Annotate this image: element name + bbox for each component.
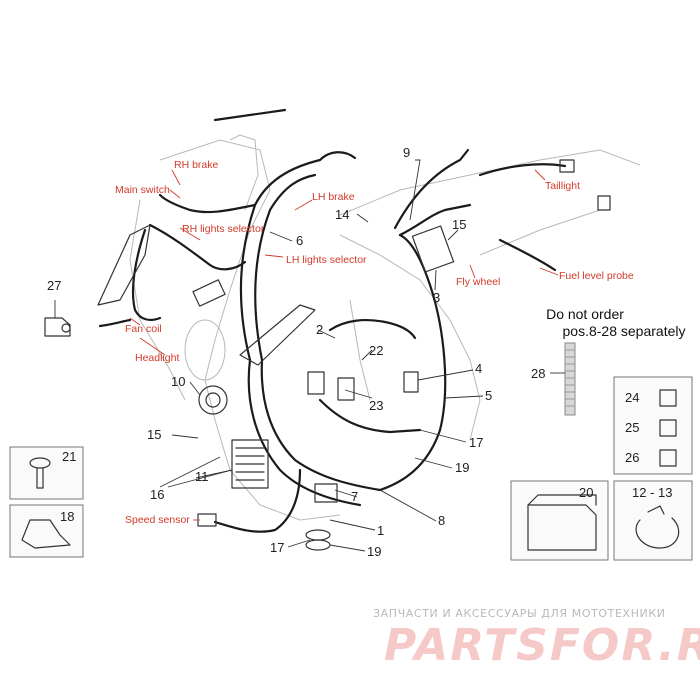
box-battery bbox=[510, 480, 609, 561]
label-rh-lights-selector: RH lights selector bbox=[182, 223, 265, 235]
label-rh-brake: RH brake bbox=[174, 159, 219, 171]
callout-16: 16 bbox=[150, 487, 164, 502]
callout-19-bottom: 19 bbox=[367, 544, 381, 559]
callout-8: 8 bbox=[438, 513, 445, 528]
callout-12-13: 12 - 13 bbox=[632, 485, 672, 500]
headlight-shape bbox=[97, 224, 151, 306]
grommet-shape-2 bbox=[305, 539, 331, 551]
label-lh-lights-selector: LH lights selector bbox=[286, 254, 367, 266]
watermark: ЗАПЧАСТИ И АКСЕССУАРЫ ДЛЯ МОТОТЕХНИКИ PA… bbox=[373, 607, 700, 671]
fuse-25-shape bbox=[659, 419, 677, 437]
fuse-26-shape bbox=[659, 449, 677, 467]
control-unit-shape bbox=[411, 225, 455, 273]
connector-shape bbox=[314, 483, 338, 503]
battery-top bbox=[527, 494, 597, 506]
fuse-24-shape bbox=[659, 389, 677, 407]
callout-9: 9 bbox=[403, 145, 410, 160]
callout-14: 14 bbox=[335, 207, 349, 222]
callout-17-right: 17 bbox=[469, 435, 483, 450]
relay-shape-a bbox=[307, 371, 325, 395]
callout-23: 23 bbox=[369, 398, 383, 413]
relay-shape-b bbox=[337, 377, 355, 401]
clip-shape bbox=[21, 519, 71, 549]
label-speed-sensor: Speed sensor bbox=[125, 514, 190, 526]
label-fan-coil: Fan coil bbox=[125, 323, 162, 335]
cable-tie-shape bbox=[635, 517, 680, 549]
callout-27: 27 bbox=[47, 278, 61, 293]
connector-shape-4 bbox=[403, 371, 419, 393]
cable-wrap-shape bbox=[564, 342, 576, 416]
cable-wrap-rings bbox=[565, 349, 575, 407]
speed-sensor-shape bbox=[197, 513, 217, 527]
note-line-2: pos.8-28 separately bbox=[563, 323, 686, 339]
regulator-shape bbox=[231, 439, 269, 489]
grommet-shape bbox=[305, 529, 331, 541]
callout-2: 2 bbox=[316, 322, 323, 337]
callout-20: 20 bbox=[579, 485, 593, 500]
fuel-probe-shape bbox=[597, 195, 611, 211]
number-leaders bbox=[54, 159, 565, 552]
box-fuses bbox=[613, 376, 693, 475]
callout-22: 22 bbox=[369, 343, 383, 358]
callout-7: 7 bbox=[351, 489, 358, 504]
order-note: Do not order pos.8-28 separately bbox=[546, 306, 685, 339]
side-boxes bbox=[9, 376, 693, 561]
watermark-tagline: ЗАПЧАСТИ И АКСЕССУАРЫ ДЛЯ МОТОТЕХНИКИ bbox=[373, 607, 666, 620]
callout-4: 4 bbox=[475, 361, 482, 376]
label-fly-wheel: Fly wheel bbox=[456, 276, 500, 288]
label-lh-brake: LH brake bbox=[312, 191, 355, 203]
callout-15-left: 15 bbox=[147, 427, 161, 442]
callout-15-top: 15 bbox=[452, 217, 466, 232]
callout-18: 18 bbox=[60, 509, 74, 524]
callout-6: 6 bbox=[296, 233, 303, 248]
socket-27-hole bbox=[61, 323, 71, 333]
callout-19-right: 19 bbox=[455, 460, 469, 475]
callout-25: 25 bbox=[625, 420, 639, 435]
note-line-1: Do not order bbox=[546, 306, 624, 322]
horn-shape bbox=[198, 385, 228, 415]
callout-17-bottom: 17 bbox=[270, 540, 284, 555]
label-taillight: Taillight bbox=[545, 180, 580, 192]
callout-numbers: 9 14 15 3 6 2 22 23 4 5 17 19 8 7 1 17 1… bbox=[47, 145, 672, 559]
label-main-switch: Main switch bbox=[115, 184, 170, 196]
callout-11: 11 bbox=[195, 469, 209, 484]
callout-26: 26 bbox=[625, 450, 639, 465]
callout-5: 5 bbox=[485, 388, 492, 403]
callout-21: 21 bbox=[62, 449, 76, 464]
taillight-plug-shape bbox=[559, 159, 575, 173]
cable-tie-head bbox=[647, 505, 665, 515]
callout-1: 1 bbox=[377, 523, 384, 538]
box-18 bbox=[9, 504, 84, 558]
red-labels: RH brake Main switch RH lights selector … bbox=[115, 159, 634, 526]
wiring-harness bbox=[98, 108, 567, 533]
horn-inner-shape bbox=[205, 392, 221, 408]
watermark-brand: PARTSFOR.RU bbox=[384, 620, 700, 671]
wiring-guard-shape bbox=[239, 304, 316, 366]
label-fuel-level-probe: Fuel level probe bbox=[559, 270, 634, 282]
callout-28: 28 bbox=[531, 366, 545, 381]
socket-27-shape bbox=[44, 317, 71, 337]
callout-3: 3 bbox=[433, 290, 440, 305]
battery-shape bbox=[527, 504, 597, 551]
box-21 bbox=[9, 446, 84, 500]
screw-shank bbox=[36, 467, 44, 489]
label-headlight: Headlight bbox=[135, 352, 179, 364]
components bbox=[44, 159, 611, 551]
fan-coil-shape bbox=[192, 279, 226, 307]
screw-head bbox=[29, 457, 51, 469]
label-leaders bbox=[129, 169, 559, 521]
regulator-fins bbox=[235, 447, 265, 481]
callout-10: 10 bbox=[171, 374, 185, 389]
callout-24: 24 bbox=[625, 390, 639, 405]
